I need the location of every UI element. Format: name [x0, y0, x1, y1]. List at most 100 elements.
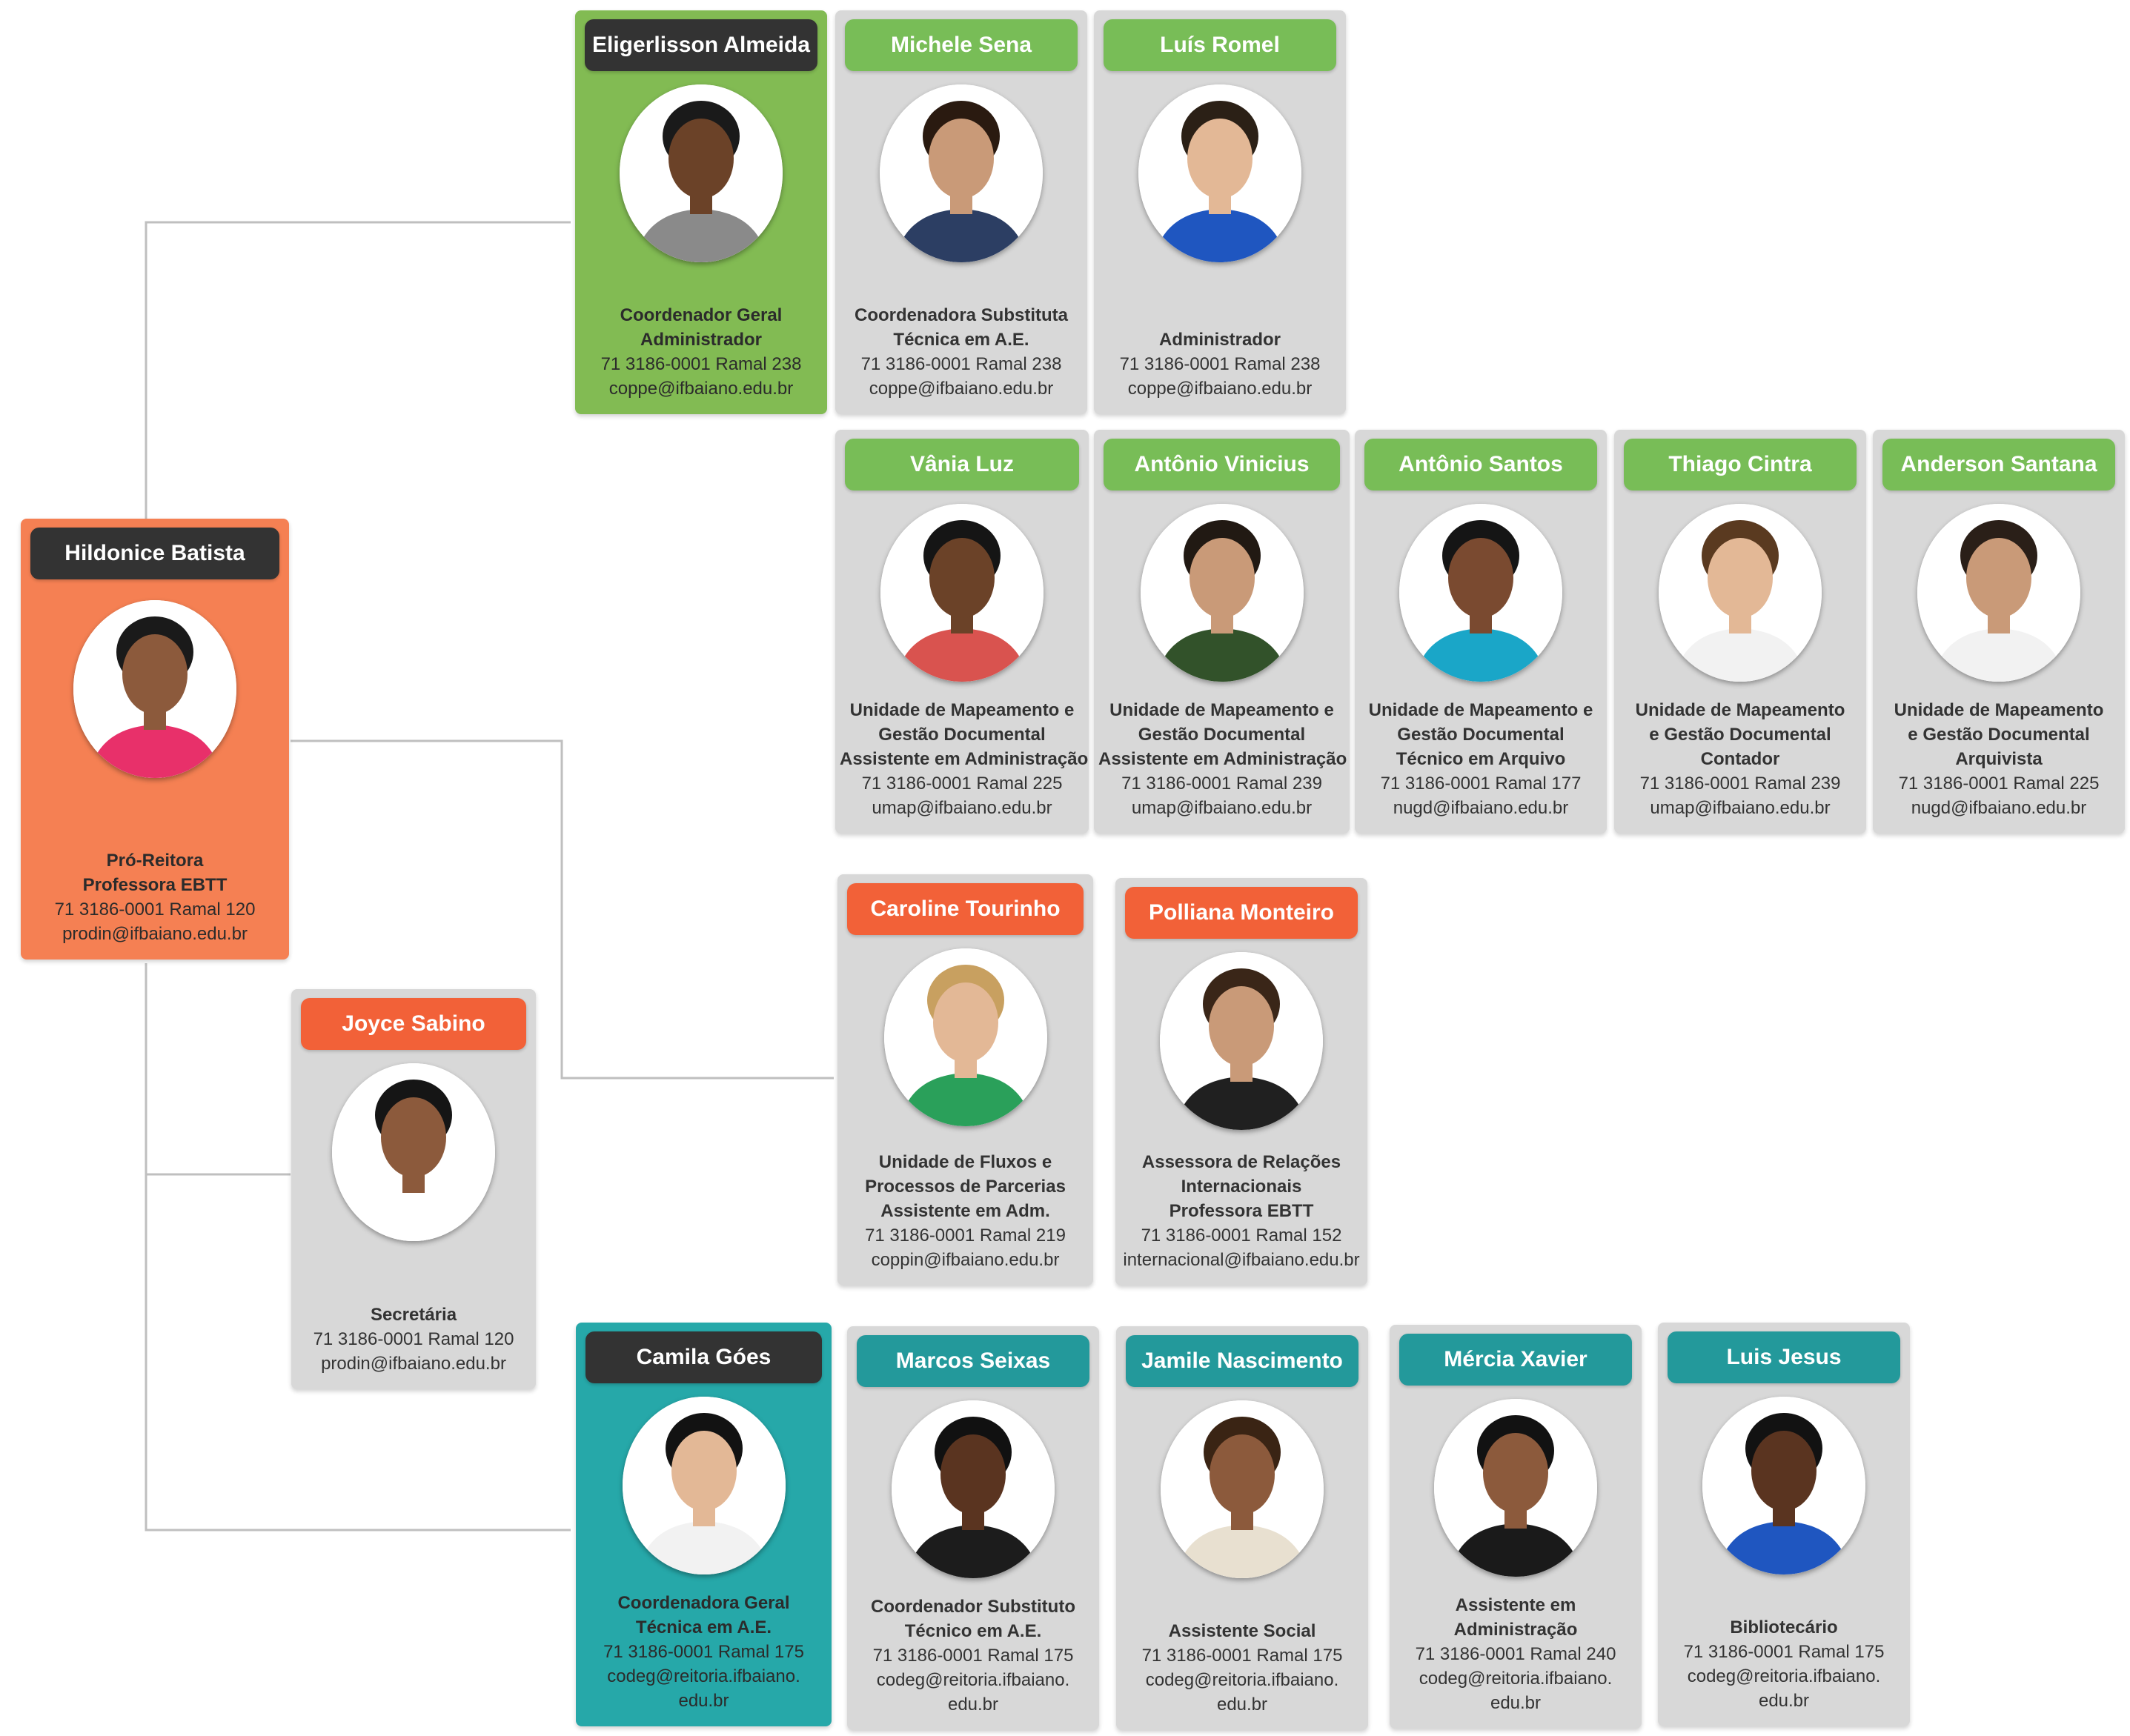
person-card-units-1: Antônio Vinicius Unidade de Mapeamento e…	[1094, 430, 1350, 834]
person-role: Técnico em Arquivo	[1396, 749, 1566, 769]
person-contact: 71 3186-0001 Ramal 225	[1898, 774, 2100, 794]
person-role: Administrador	[1158, 330, 1281, 350]
person-name: Marcos Seixas	[857, 1335, 1089, 1387]
person-role: Professora EBTT	[82, 875, 228, 895]
person-role: Administrador	[640, 330, 762, 350]
person-contact: codeg@reitoria.ifbaiano.	[1687, 1666, 1881, 1686]
person-contact: edu.br	[1490, 1693, 1542, 1713]
person-name: Luís Romel	[1104, 19, 1336, 71]
person-role: Arquivista	[1955, 749, 2043, 769]
person-contact: 71 3186-0001 Ramal 239	[1121, 774, 1322, 794]
person-role: Unidade de Mapeamento e	[849, 700, 1075, 720]
person-photo	[73, 600, 236, 778]
connector-to-codeg	[145, 963, 571, 1532]
person-contact: edu.br	[678, 1691, 729, 1711]
person-role: Unidade de Mapeamento e	[1368, 700, 1593, 720]
person-name: Camila Góes	[585, 1331, 822, 1383]
person-photo	[880, 504, 1044, 682]
person-name: Eligerlisson Almeida	[585, 19, 817, 71]
person-role: Professora EBTT	[1169, 1201, 1314, 1221]
person-photo	[1399, 504, 1562, 682]
person-role: Unidade de Mapeamento	[1894, 700, 2104, 720]
person-photo	[1138, 84, 1301, 262]
person-contact: internacional@ifbaiano.edu.br	[1123, 1250, 1360, 1270]
person-role: Secretária	[370, 1305, 457, 1325]
person-card-secretary: Joyce Sabino Secretária 71 3186-0001 Rama…	[291, 989, 536, 1389]
person-photo	[332, 1063, 495, 1241]
person-contact: nugd@ifbaiano.edu.br	[1911, 798, 2087, 818]
person-role: Contador	[1700, 749, 1780, 769]
person-role: Técnica em A.E.	[893, 330, 1029, 350]
person-role: Assistente em Adm.	[880, 1201, 1050, 1221]
person-contact: 71 3186-0001 Ramal 120	[313, 1329, 514, 1349]
person-photo	[1917, 504, 2080, 682]
person-role: Pró-Reitora	[106, 851, 204, 871]
person-role: Assistente Social	[1168, 1621, 1316, 1641]
person-photo	[883, 948, 1047, 1126]
person-role: Internacionais	[1181, 1177, 1302, 1197]
person-role: Gestão Documental	[1138, 725, 1306, 745]
person-contact: edu.br	[947, 1695, 999, 1715]
person-role: Assistente em	[1455, 1595, 1576, 1615]
person-contact: codeg@reitoria.ifbaiano.	[1145, 1670, 1339, 1690]
person-role: Assessora de Relações	[1141, 1152, 1341, 1172]
person-name: Luis Jesus	[1668, 1331, 1900, 1383]
person-role: Coordenadora Substituta	[854, 305, 1068, 325]
connector-to-coppe	[145, 221, 571, 519]
person-photo	[1659, 504, 1822, 682]
person-name: Thiago Cintra	[1624, 439, 1857, 490]
person-name: Antônio Vinicius	[1104, 439, 1340, 490]
person-name: Joyce Sabino	[301, 998, 526, 1050]
person-name: Hildonice Batista	[30, 528, 279, 579]
person-contact: 71 3186-0001 Ramal 238	[860, 354, 1062, 374]
person-contact: umap@ifbaiano.edu.br	[872, 798, 1052, 818]
person-name: Anderson Santana	[1882, 439, 2115, 490]
person-contact: 71 3186-0001 Ramal 177	[1380, 774, 1582, 794]
person-role: Coordenador Geral	[620, 305, 783, 325]
person-name: Michele Sena	[845, 19, 1078, 71]
person-role: Técnico em A.E.	[904, 1621, 1042, 1641]
person-name: Caroline Tourinho	[847, 883, 1084, 935]
person-name: Polliana Monteiro	[1125, 887, 1358, 939]
person-card-coppe-2: Luís Romel Administrador 71 3186-0001 Ram…	[1094, 10, 1346, 414]
person-name: Antônio Santos	[1364, 439, 1597, 490]
person-role: Assistente em Administração	[1098, 749, 1347, 769]
person-photo	[620, 84, 783, 262]
person-role: Unidade de Mapeamento	[1635, 700, 1845, 720]
person-name: Jamile Nascimento	[1126, 1335, 1358, 1387]
person-contact: 71 3186-0001 Ramal 238	[1119, 354, 1321, 374]
person-contact: 71 3186-0001 Ramal 225	[861, 774, 1063, 794]
person-contact: 71 3186-0001 Ramal 240	[1415, 1644, 1616, 1664]
person-role: Bibliotecário	[1730, 1617, 1838, 1637]
person-contact: codeg@reitoria.ifbaiano.	[876, 1670, 1070, 1690]
person-role: Coordenador Substituto	[871, 1597, 1075, 1617]
person-photo	[1160, 952, 1323, 1130]
person-contact: coppe@ifbaiano.edu.br	[869, 379, 1054, 399]
person-contact: coppe@ifbaiano.edu.br	[608, 379, 794, 399]
person-role: Coordenadora Geral	[617, 1593, 790, 1613]
person-role: Gestão Documental	[878, 725, 1046, 745]
person-contact: coppin@ifbaiano.edu.br	[871, 1250, 1060, 1270]
person-contact: 71 3186-0001 Ramal 175	[1683, 1642, 1885, 1662]
